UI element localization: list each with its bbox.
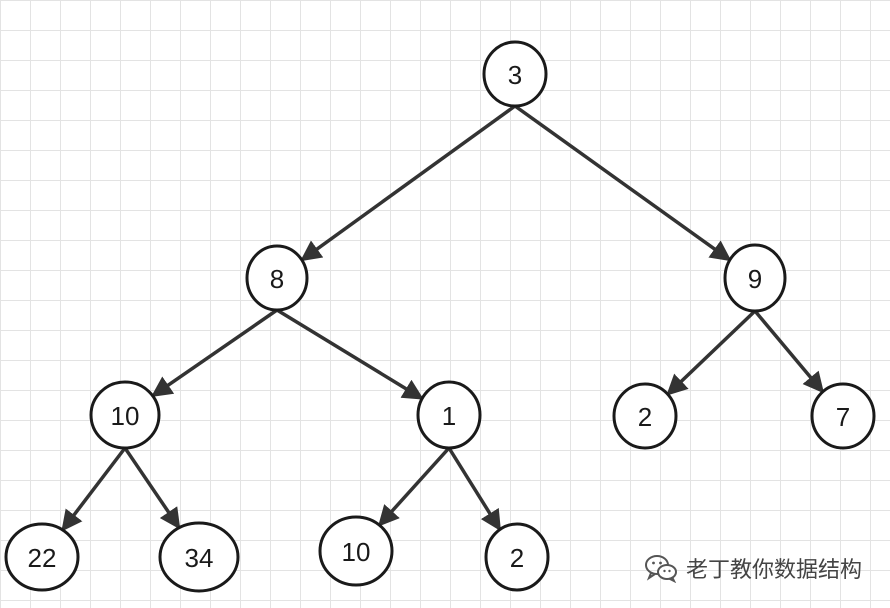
edge-n8-to-n10a: [150, 308, 278, 398]
edge-n3-to-n9: [513, 104, 732, 262]
node-label: 9: [748, 264, 762, 294]
node-circle: [484, 522, 550, 592]
tree-node: 22: [4, 522, 80, 592]
wechat-icon: [644, 555, 677, 583]
edges-layer: [61, 104, 825, 532]
node-label: 2: [638, 402, 652, 432]
node-label: 2: [510, 543, 524, 573]
node-label: 7: [836, 402, 850, 432]
node-circle: [482, 40, 548, 108]
watermark-text: 老丁教你数据结构: [685, 558, 862, 583]
tree-node: 10: [89, 380, 161, 450]
node-circle: [89, 380, 161, 450]
tree-node: 1: [416, 380, 482, 450]
node-circle: [416, 380, 482, 450]
node-label: 1: [442, 401, 456, 431]
node-circle: [4, 522, 80, 592]
edge-n1-to-n10b: [377, 446, 451, 527]
edge-n8-to-n1: [276, 308, 424, 401]
edge-n10a-to-n22: [61, 446, 127, 532]
watermark: 老丁教你数据结构: [644, 552, 862, 584]
tree-node: 2: [484, 522, 550, 592]
node-label: 10: [111, 401, 140, 431]
node-label: 8: [270, 264, 284, 294]
node-circle: [318, 515, 394, 587]
tree-node: 7: [810, 382, 876, 450]
edge-n9-to-n2a: [666, 309, 757, 396]
edge-n1-to-n2b: [447, 447, 502, 532]
tree-node: 2: [612, 382, 678, 450]
edge-n9-to-n7: [753, 309, 825, 394]
node-label: 3: [508, 60, 522, 90]
edge-n3-to-n8: [300, 104, 517, 262]
node-label: 22: [28, 543, 57, 573]
node-circle: [245, 244, 309, 312]
tree-node: 8: [245, 244, 309, 312]
tree-node: 10: [318, 515, 394, 587]
tree-node: 9: [723, 243, 787, 313]
tree-node: 34: [158, 521, 240, 593]
node-circle: [723, 243, 787, 313]
edge-n10a-to-n34: [123, 447, 181, 530]
node-circle: [612, 382, 678, 450]
node-label: 10: [342, 537, 371, 567]
node-label: 34: [185, 543, 214, 573]
nodes-layer: 3 8 9 10 1 2 7 22 34 10 2: [4, 40, 876, 593]
node-circle: [810, 382, 876, 450]
tree-node: 3: [482, 40, 548, 108]
node-circle: [158, 521, 240, 593]
